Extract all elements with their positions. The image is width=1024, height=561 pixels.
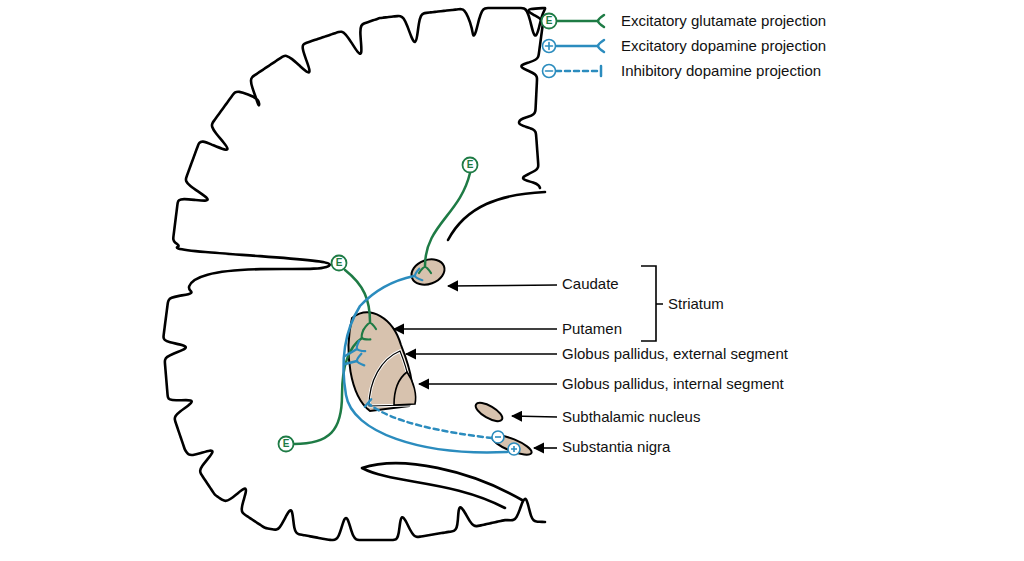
glutamate-projection — [294, 338, 362, 444]
excitatory-terminal — [413, 269, 422, 282]
leader-arrow — [419, 383, 557, 385]
projections — [294, 173, 507, 452]
projection-markers — [279, 158, 521, 456]
leader-arrow — [534, 447, 557, 449]
hippocampal-fold — [362, 463, 522, 508]
axon-terminals — [354, 267, 431, 407]
excitatory-marker — [508, 443, 520, 455]
caudate-shape — [408, 255, 448, 289]
marker-letter: E — [278, 436, 294, 452]
legend-text: Excitatory dopamine projection — [621, 37, 826, 55]
legend-line — [556, 45, 598, 48]
excitatory-terminal — [354, 341, 365, 354]
plus-sign — [546, 43, 553, 50]
legend-sample — [542, 14, 605, 29]
leader-arrow — [394, 328, 557, 330]
medial-wall — [519, 8, 545, 188]
leader-arrow — [406, 353, 557, 355]
cortex-outline — [164, 8, 545, 540]
inhibitory-marker — [492, 431, 504, 443]
plus-sign — [511, 446, 517, 452]
structure-label: Globus pallidus, internal segment — [562, 375, 784, 393]
dopamine-branch — [345, 361, 357, 364]
corpus-callosum — [448, 192, 545, 240]
dopamine-branch — [345, 349, 357, 356]
legend-text: Inhibitory dopamine projection — [621, 62, 821, 80]
sn-shape — [490, 432, 533, 459]
excitatory-terminal — [359, 330, 371, 343]
gpi-shape — [394, 372, 416, 405]
structure-label: Putamen — [562, 320, 622, 338]
dopamine-projection — [344, 276, 507, 452]
excitatory-terminal — [419, 267, 431, 273]
legend-marker — [543, 65, 556, 78]
excitatory-terminal — [364, 323, 376, 329]
legend-marker — [543, 40, 556, 53]
structure-label: Globus pallidus, external segment — [562, 345, 788, 363]
legend-line — [557, 20, 598, 23]
stn-shape — [473, 399, 505, 424]
legend-samples — [542, 14, 605, 78]
legend-text: Excitatory glutamate projection — [621, 12, 826, 30]
structure-label: Substantia nigra — [562, 438, 670, 456]
glutamate-projection — [425, 173, 470, 266]
legend-terminal — [600, 66, 603, 76]
glutamate-marker — [332, 256, 347, 271]
structure-label: Caudate — [562, 275, 619, 293]
excitatory-terminal — [356, 354, 365, 367]
glutamate-marker — [279, 437, 294, 452]
legend-sample — [543, 65, 602, 78]
glutamate-projection — [345, 270, 370, 322]
legend-sample — [543, 40, 605, 53]
legend-terminal — [598, 40, 604, 52]
inhibitory-terminal — [365, 399, 371, 407]
leader-arrow — [448, 285, 557, 286]
glutamate-marker — [463, 158, 478, 173]
inhibitory-dopamine-projection — [369, 404, 492, 438]
structure-label: Subthalamic nucleus — [562, 408, 700, 426]
legend-marker — [542, 14, 557, 29]
marker-letter: E — [541, 13, 557, 29]
minus-sign — [546, 70, 553, 72]
marker-letter: E — [331, 255, 347, 271]
leader-arrow — [512, 416, 557, 417]
legend-line — [556, 70, 600, 73]
structure-label: Striatum — [668, 295, 724, 313]
legend-terminal — [598, 15, 604, 27]
striatum-bracket — [641, 266, 663, 341]
brain-outline — [164, 8, 545, 540]
marker-letter: E — [462, 157, 478, 173]
minus-sign — [495, 436, 501, 438]
